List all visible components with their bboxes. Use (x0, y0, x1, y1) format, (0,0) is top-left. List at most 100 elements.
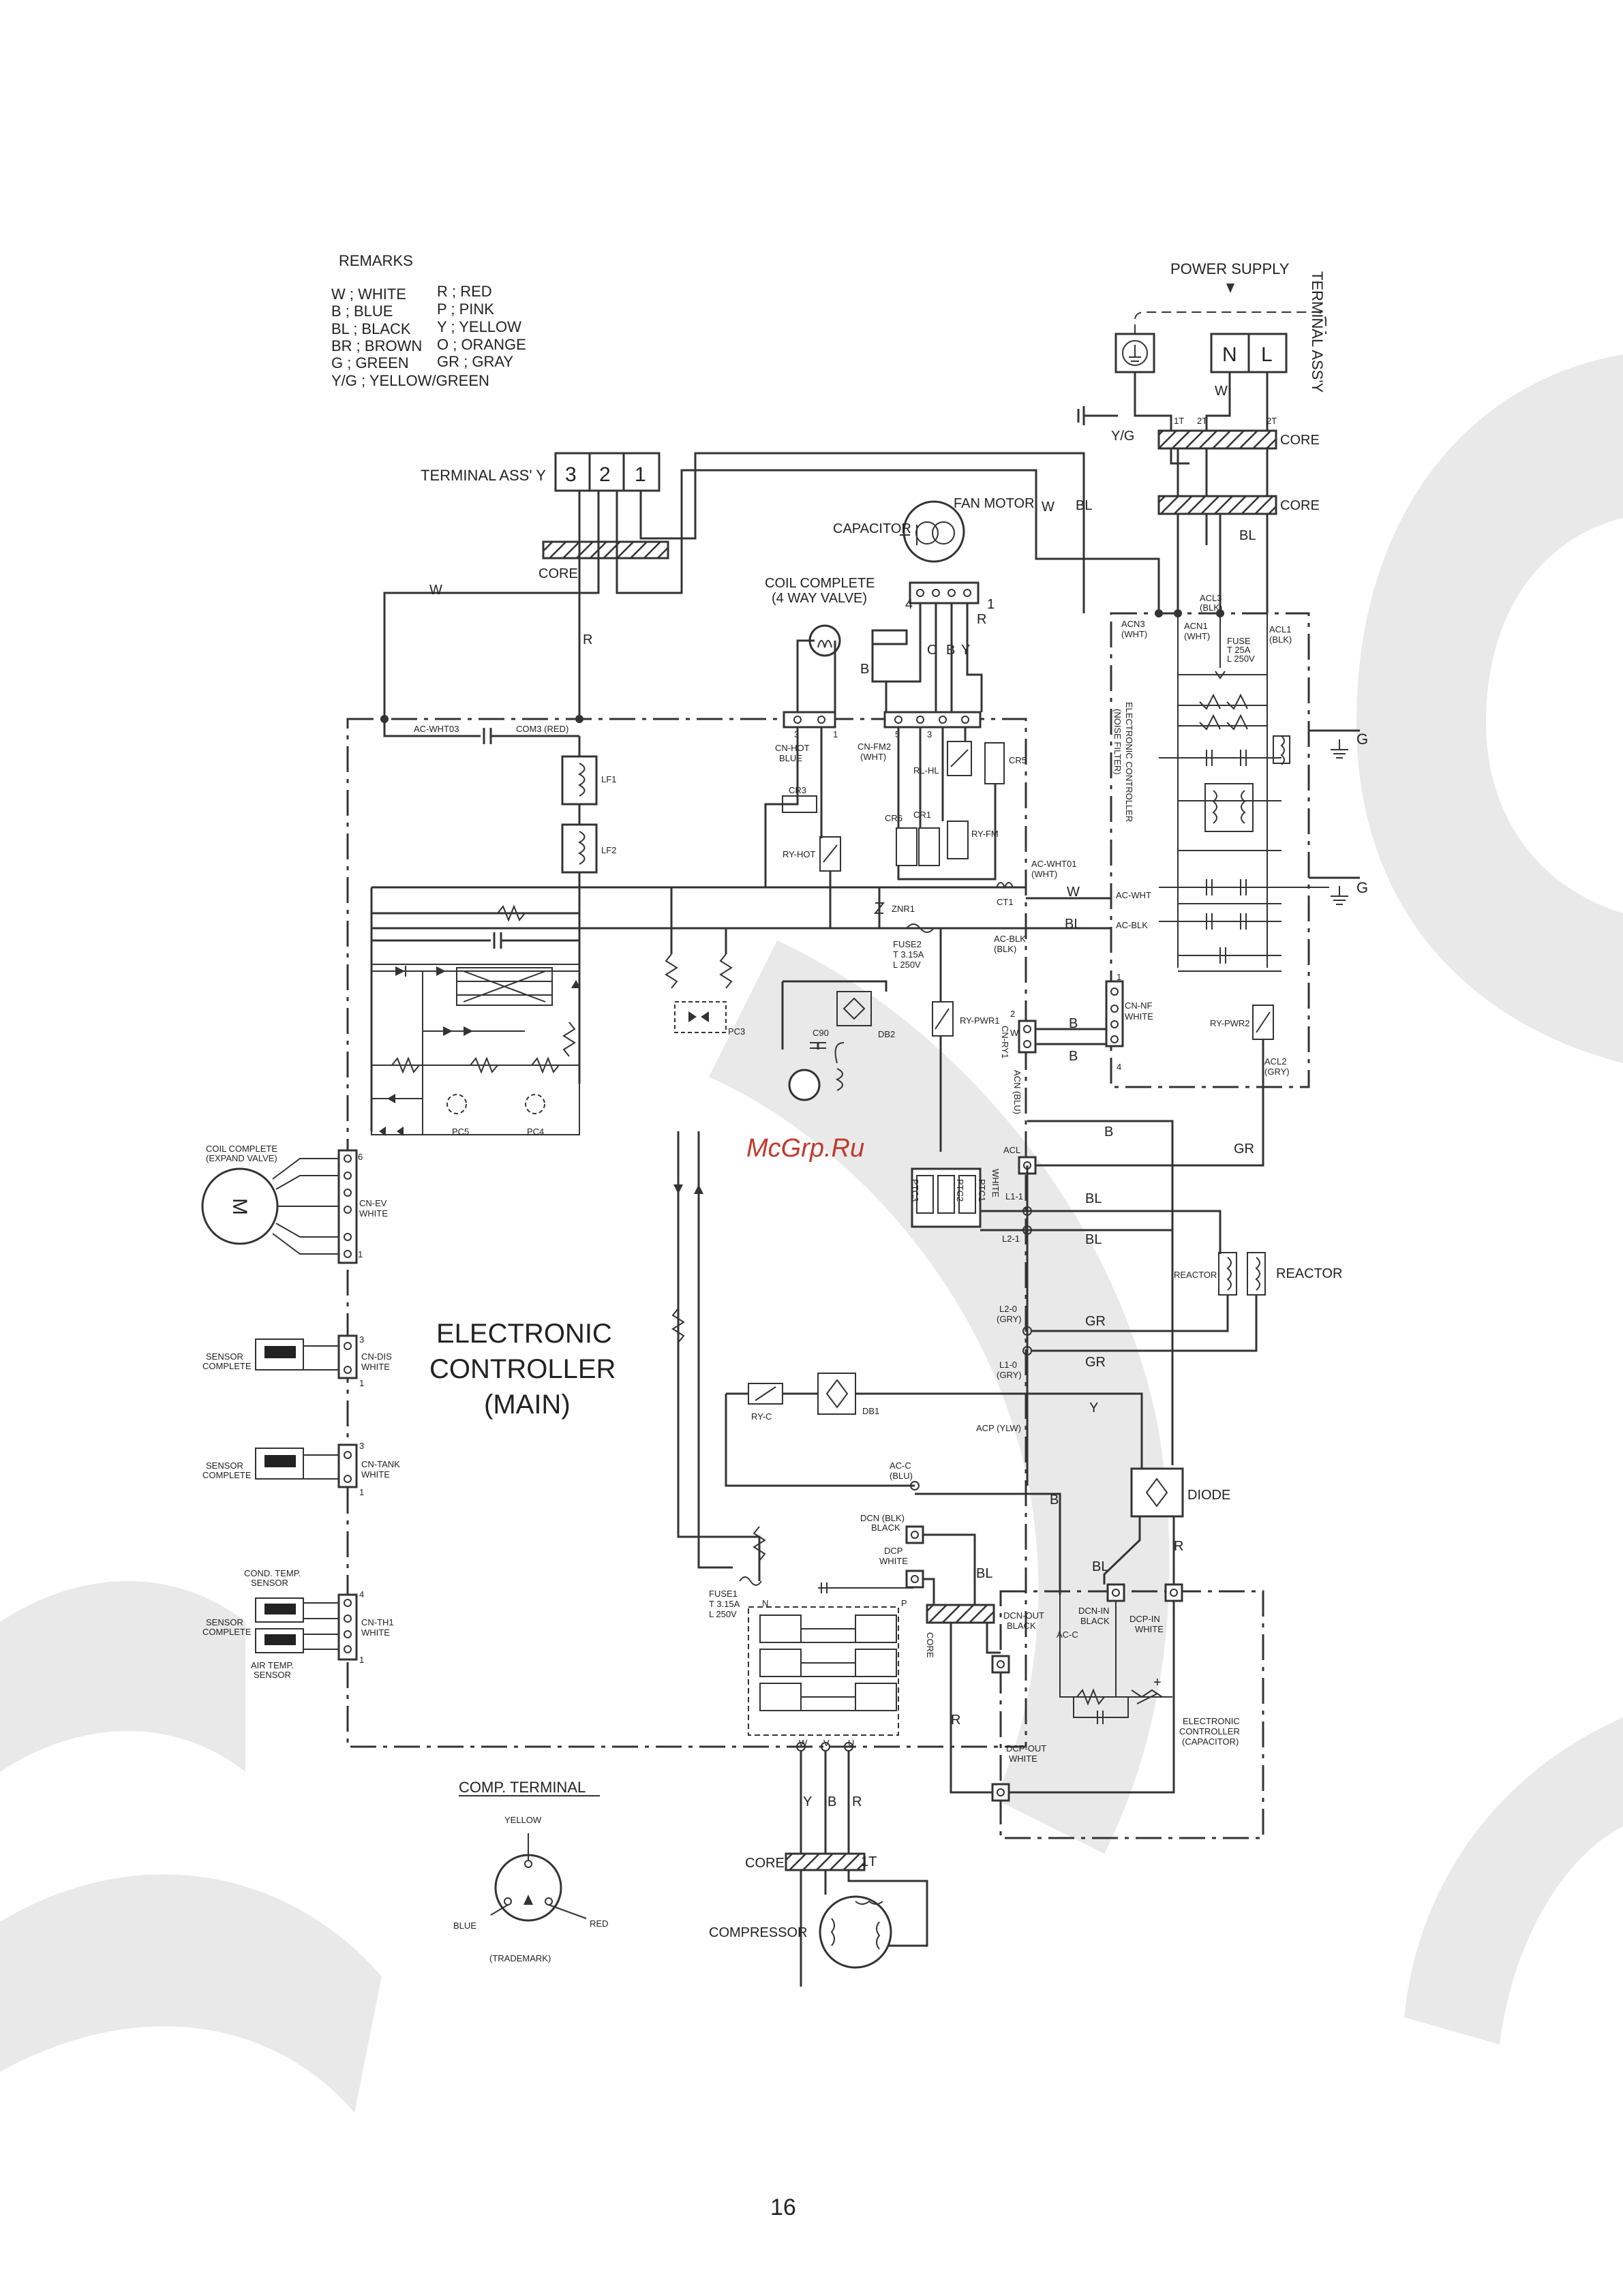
capacitor-board-title: ELECTRONIC (1183, 1716, 1240, 1726)
main-title-line2: CONTROLLER (429, 1354, 616, 1384)
core-ferrite (1157, 429, 1277, 450)
wire-label: GR (1234, 1142, 1254, 1157)
connector-label: DCN (BLK) (860, 1513, 905, 1523)
component-label: CR6 (885, 813, 902, 823)
noise-filter-subtitle: (NOISE FILTER) (1112, 709, 1123, 775)
connector-label: CN-DIS (361, 1351, 392, 1362)
component-label: REACTOR (1174, 1270, 1217, 1280)
component-label: CR5 (1009, 755, 1027, 765)
capacitor-label: CAPACITOR (833, 521, 911, 536)
pin-label: 3 (927, 729, 932, 739)
connector-label: CN-RY1 (1000, 1026, 1010, 1058)
wire-label: B (1104, 1124, 1113, 1139)
dcp-out-terminal (991, 1783, 1010, 1802)
ground-label: G (1356, 731, 1368, 748)
wire-label: B (860, 662, 869, 677)
connector-label: WHITE (361, 1362, 390, 1372)
wire-label: BL (1085, 1191, 1102, 1206)
terminal-assy-label: TERMINAL ASS' Y (421, 467, 546, 484)
remark-item: BR ; BROWN (331, 337, 422, 354)
capacitor-board-boundary (999, 1590, 1264, 1839)
pin-label: 1 (358, 1249, 363, 1259)
component-label: T 3.15A (893, 949, 924, 960)
component-label: RY-FM (971, 829, 999, 839)
component-label: PTC3 (910, 1179, 920, 1201)
wire-label: R (951, 1713, 960, 1728)
comp-terminal-label: (TRADEMARK) (489, 1953, 551, 1963)
compressor-motor-icon (819, 1895, 892, 1969)
capacitor-board-title: (CAPACITOR) (1182, 1736, 1239, 1747)
pin-label: P (901, 1598, 907, 1608)
component-label: RY-C (751, 1411, 772, 1422)
diode-bridge (1130, 1467, 1184, 1518)
component-label: DB1 (862, 1406, 879, 1416)
transistor-icon (788, 1069, 821, 1101)
connector-label: WHITE (1135, 1624, 1164, 1634)
component-label: WHITE (990, 1169, 1001, 1197)
component-label: L 250V (709, 1609, 737, 1619)
dcn-terminal (905, 1525, 924, 1544)
comp-terminal-label: BLUE (453, 1920, 476, 1931)
component-label: COMPLETE (202, 1361, 252, 1371)
dcp-terminal (905, 1570, 924, 1589)
connector-label: CN-HOT (775, 743, 810, 753)
wire-label: W (1010, 1028, 1019, 1038)
pin-label: 6 (358, 1152, 363, 1162)
connector-label: (BLK) (1200, 602, 1222, 613)
component-label: COMPLETE (202, 1470, 252, 1480)
component-label: PC4 (527, 1127, 544, 1137)
component-label: T 3.15A (709, 1599, 740, 1609)
remark-item: R ; RED (437, 283, 492, 300)
pin-label: 1 (987, 597, 995, 612)
component-label: DB2 (878, 1029, 895, 1039)
connector-label: BLACK (1080, 1616, 1110, 1626)
connector-label: WHITE (879, 1556, 908, 1566)
wire-label: 2T (1197, 416, 1207, 426)
pin-label: 4 (1117, 1062, 1121, 1072)
connector-label: AC-WHT (1116, 890, 1151, 900)
pin-label: 3 (359, 1441, 364, 1451)
core-ferrite (785, 1852, 866, 1871)
connector-label: L1-1 (1005, 1191, 1023, 1201)
wire-label: BL (1085, 1232, 1102, 1247)
connector-label: DCN-IN (1078, 1606, 1110, 1616)
pin-label: 1 (359, 1655, 364, 1665)
ptc-block (911, 1167, 982, 1228)
comp-terminal-label: RED (590, 1918, 608, 1929)
coil-label-sub: (4 WAY VALVE) (772, 591, 867, 606)
wire-label: B (1069, 1049, 1078, 1064)
component-label: FUSE2 (893, 939, 922, 949)
pin-label: 2 (1010, 1009, 1015, 1019)
connector-label: COM3 (RED) (516, 724, 568, 734)
component-label: LF1 (601, 774, 616, 784)
connector-label: WHITE (361, 1627, 390, 1638)
component-label: COIL COMPLETE (206, 1144, 277, 1154)
wire-label: R (852, 1794, 862, 1809)
component-label: COND. TEMP. (244, 1568, 301, 1578)
wire-label: Y (1089, 1400, 1098, 1415)
component-label: RY-HOT (783, 849, 815, 859)
remark-item: P ; PINK (437, 301, 494, 318)
comp-terminal-label: YELLOW (504, 1815, 542, 1825)
connector-label: ACN1 (1184, 621, 1208, 631)
pin-label: 1 (833, 729, 838, 739)
pin-label: N (762, 1598, 768, 1608)
pin-label: 1 (359, 1378, 364, 1388)
wire-label: BL (976, 1566, 992, 1581)
connector-label: BLUE (779, 753, 802, 763)
connector-label: (WHT) (1184, 631, 1210, 641)
cn-hot-connector (783, 711, 836, 729)
connector-label: AC-BLK (1116, 920, 1148, 930)
connector-label: ACL1 (1269, 624, 1292, 634)
comp-terminal-title: COMP. TERMINAL (459, 1779, 586, 1796)
component-label: L 250V (1227, 654, 1255, 664)
connector-label: CN-EV (359, 1198, 387, 1208)
connector-label: L2-1 (1002, 1234, 1020, 1244)
remarks-title: REMARKS (339, 252, 413, 269)
pin-label: 4 (905, 597, 913, 612)
noise-filter-title: ELECTRONIC CONTROLLER (1124, 702, 1134, 822)
wire-label: GR (1085, 1355, 1106, 1370)
component-label: SENSOR (251, 1578, 288, 1588)
component-label: AIR TEMP. (251, 1660, 294, 1670)
